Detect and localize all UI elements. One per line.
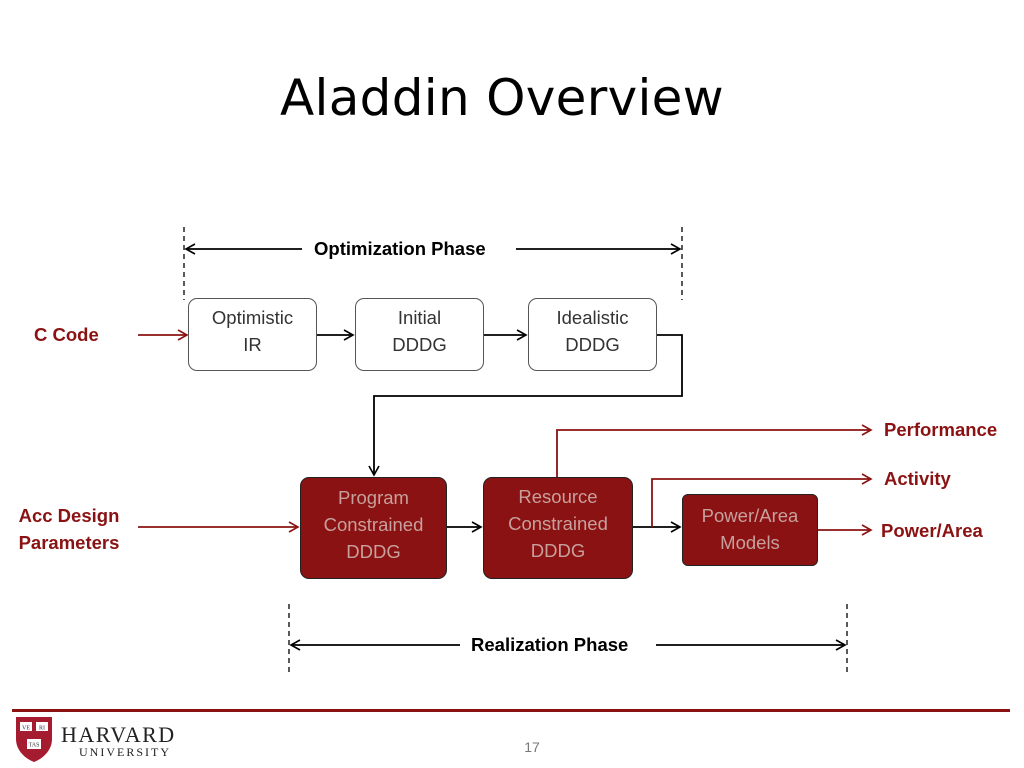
acc-design-line2: Parameters [18,532,120,553]
logo-university-text: UNIVERSITY [79,745,171,759]
output-power-area-label: Power/Area [881,520,983,541]
arrow-to-performance [556,424,873,478]
shield-text-ve: VE [22,726,30,732]
box-initial-dddg: Initial DDDG [355,298,484,371]
box-initial-dddg-text: Initial DDDG [392,307,447,355]
optimization-phase-label: Optimization Phase [314,238,486,259]
realization-phase-label: Realization Phase [471,634,629,655]
input-acc-design-label: Acc Design Parameters [4,502,134,556]
box-optimistic-ir: Optimistic IR [188,298,317,371]
box-idealistic-dddg: Idealistic DDDG [528,298,657,371]
shield-text-tas: TAS [29,743,40,749]
box-optimistic-ir-text: Optimistic IR [211,307,294,355]
box-power-area-models: Power/Area Models [682,494,818,566]
arrow-idealistic-to-program [368,334,683,477]
box-program-constrained-text: Program Constrained DDDG [323,487,424,562]
logo-harvard-text: HARVARD [61,722,176,747]
shield-text-ri: RI [39,726,45,732]
box-resource-constrained-text: Resource Constrained DDDG [508,486,608,561]
slide-title: Aladdin Overview [280,69,724,127]
acc-design-line1: Acc Design [18,505,120,526]
output-activity-label: Activity [884,468,951,489]
box-idealistic-dddg-text: Idealistic DDDG [556,307,629,355]
harvard-shield-icon: VE RI TAS [16,717,52,762]
box-program-constrained-dddg: Program Constrained DDDG [300,477,447,579]
arrow-to-activity [651,473,873,527]
input-c-code-label: C Code [34,324,99,345]
page-number: 17 [524,739,540,755]
box-power-area-models-text: Power/Area Models [701,505,799,553]
output-performance-label: Performance [884,419,998,440]
footer-divider [12,709,1010,712]
box-resource-constrained-dddg: Resource Constrained DDDG [483,477,633,579]
